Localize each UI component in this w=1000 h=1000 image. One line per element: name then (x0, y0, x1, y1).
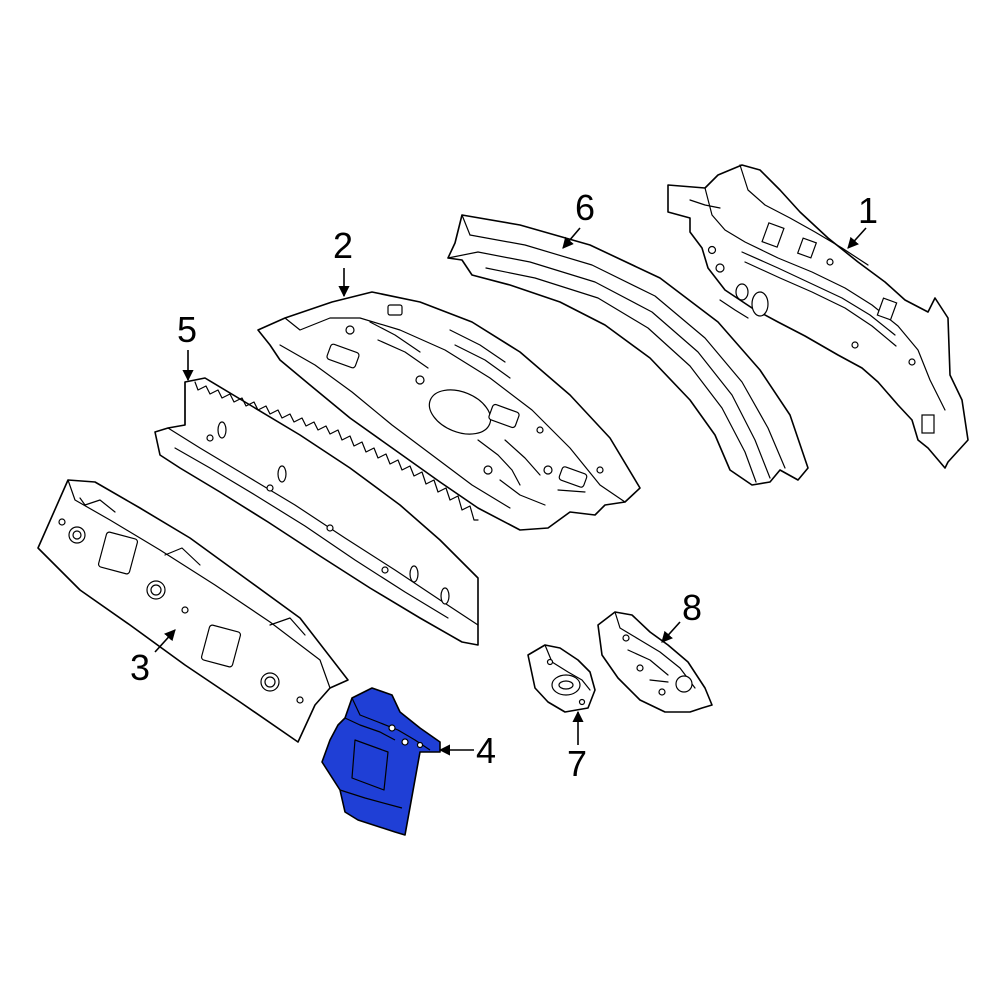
callout-label-6: 6 (575, 187, 595, 228)
callout-2: 2 (333, 225, 353, 298)
part-1-rear-panel[interactable] (667, 164, 969, 469)
part-4-bracket[interactable] (321, 687, 441, 836)
callout-label-5: 5 (177, 309, 197, 350)
callout-label-1: 1 (858, 190, 878, 231)
part-7-mount[interactable] (527, 644, 596, 713)
part-6-rear-rail[interactable] (447, 214, 809, 486)
callout-7: 7 (567, 710, 587, 784)
part-2-parcel-shelf[interactable] (257, 291, 641, 531)
callout-5: 5 (177, 309, 197, 382)
part-8-side-bracket[interactable] (597, 611, 713, 713)
callout-8: 8 (661, 587, 702, 643)
callout-label-3: 3 (130, 647, 150, 688)
part-3-lower-panel[interactable] (37, 479, 349, 743)
callout-label-7: 7 (567, 743, 587, 784)
callout-4: 4 (438, 730, 496, 771)
part-5-cross-member[interactable] (154, 377, 479, 646)
callout-6: 6 (562, 187, 595, 249)
callout-label-2: 2 (333, 225, 353, 266)
callout-1: 1 (847, 190, 878, 249)
callout-3: 3 (130, 629, 176, 688)
callout-label-4: 4 (476, 730, 496, 771)
callout-label-8: 8 (682, 587, 702, 628)
